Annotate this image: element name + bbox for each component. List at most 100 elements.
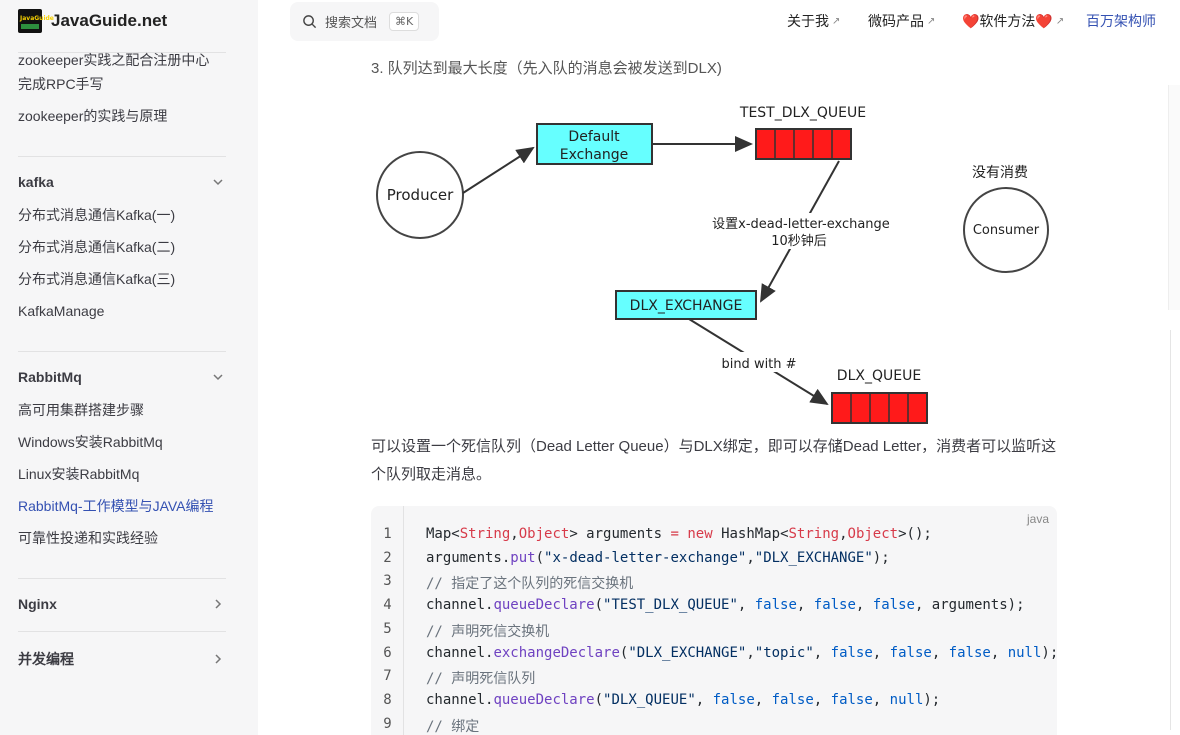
dlx-queue-node [831,392,928,424]
code-token: ( [594,597,604,614]
code-line: // 声明死信交换机 [426,621,549,641]
code-token: false [830,691,873,708]
nav-label: 关于我 [787,13,829,29]
code-token: Object [847,526,899,542]
line-number-gutter [371,506,404,735]
dlx-diagram: Producer Default Exchange TEST_DLX_QUEUE… [376,105,1049,424]
test-queue-node [755,128,852,160]
code-token: // 绑定 [426,718,480,735]
code-token: , [872,644,890,661]
code-line: channel.exchangeDeclare("DLX_EXCHANGE","… [426,645,1057,661]
group-label: 并发编程 [18,651,74,667]
chevron-right-icon [215,599,222,609]
code-token: ( [619,644,629,661]
nav-link-architect[interactable]: 百万架构师 [1086,11,1156,31]
code-token: "x-dead-letter-exchange" [544,549,747,566]
brand[interactable]: JavaGuide JavaGuide.net [18,9,167,33]
paragraph: 可以设置一个死信队列（Dead Letter Queue）与DLX绑定，即可以存… [371,438,1057,483]
code-token: , [510,526,519,542]
code-token: false [712,691,755,708]
code-token: "topic" [754,644,814,661]
sidebar-divider [18,351,226,352]
code-token: channel. [426,644,494,661]
chevron-down-icon [213,374,223,381]
sidebar-group-nginx[interactable]: Nginx [18,596,226,612]
code-token: // 声明死信队列 [426,671,536,688]
code-token: , [746,549,755,566]
edge-label-dead-letter: 设置x-dead-letter-exchange [712,217,890,232]
code-token: Object [518,526,570,542]
code-token: String [788,526,840,542]
code-token: ); [1041,644,1057,661]
nav-link-about[interactable]: 关于我 ↗ [787,11,840,31]
sidebar-item[interactable]: 完成RPC手写 [18,76,104,92]
sidebar-item[interactable]: 分布式消息通信Kafka(二) [18,239,176,255]
code-language: java [1026,512,1049,526]
code-token: ( [594,691,604,708]
code-line: // 指定了这个队列的死信交换机 [426,573,633,593]
sidebar-item[interactable]: Linux安装RabbitMq [18,466,140,482]
code-token: , [754,691,772,708]
code-token: , [813,644,831,661]
default-exchange-label: Default [568,129,620,145]
code-token: null [1007,644,1042,661]
default-exchange-node [536,123,653,165]
code-token: // 指定了这个队列的死信交换机 [426,576,634,593]
search-icon [303,15,317,29]
chevron-right-icon [215,654,222,664]
sidebar-item[interactable]: 高可用集群搭建步骤 [18,402,144,418]
sidebar-item[interactable]: 可靠性投递和实践经验 [18,530,158,546]
sidebar-divider [18,631,226,632]
code-token: false [872,597,915,614]
line-number: 6 [383,644,392,661]
dlx-exchange-node [615,290,757,320]
line-number: 3 [383,573,392,590]
code-token: , [931,644,949,661]
code-token: > arguments [569,526,671,542]
code-token: queueDeclare [493,597,595,614]
step-text: 3. 队列达到最大长度（先入队的消息会被发送到DLX) [371,60,722,77]
nav-link-products[interactable]: 微码产品 ↗ [868,11,935,31]
scrollbar[interactable] [1168,85,1180,310]
code-token: false [830,644,873,661]
no-consume-label: 没有消费 [972,165,1028,181]
nav-label: 百万架构师 [1086,13,1156,29]
line-number: 8 [383,691,392,708]
nav-link-software-methods[interactable]: ❤️软件方法❤️ ↗ [962,11,1064,31]
sidebar-divider [18,156,226,157]
sidebar-divider [18,578,226,579]
line-number: 7 [383,668,392,685]
logo-text: JavaGuide [20,15,54,22]
code-token: , [737,597,755,614]
sidebar-item[interactable]: 分布式消息通信Kafka(三) [18,271,176,287]
sidebar-item[interactable]: Windows安装RabbitMq [18,434,163,450]
sidebar-item[interactable]: KafkaManage [18,303,105,319]
consumer-label: Consumer [973,223,1040,238]
consumer-node [963,187,1049,273]
code-token: false [813,597,856,614]
code-token: , [839,526,848,542]
sidebar-group-kafka[interactable]: kafka [18,174,226,190]
code-token: // 声明死信交换机 [426,623,550,640]
search-button[interactable]: 搜索文档 ⌘K [290,2,439,41]
line-number: 2 [383,549,392,566]
sidebar-item[interactable]: zookeeper的实践与原理 [18,108,168,124]
line-number: 5 [383,620,392,637]
code-token: exchangeDeclare [493,644,620,661]
sidebar-item[interactable]: 分布式消息通信Kafka(一) [18,207,176,223]
sidebar-group-concurrency[interactable]: 并发编程 [18,649,226,669]
search-label: 搜索文档 [325,15,378,30]
sidebar-item[interactable]: zookeeper实践之配合注册中心 [18,52,210,68]
sidebar-item-active[interactable]: RabbitMq-工作模型与JAVA编程 [18,498,214,514]
line-number: 4 [383,597,392,614]
sidebar-group-rabbitmq[interactable]: RabbitMq [18,369,226,385]
code-token: false [771,691,814,708]
code-token: , [990,644,1008,661]
group-label: RabbitMq [18,369,82,385]
code-token: arguments. [426,549,511,566]
brand-name[interactable]: JavaGuide.net [51,11,168,30]
code-token: , [872,691,890,708]
code-token: "DLX_EXCHANGE" [628,644,747,661]
code-line: Map<String,Object> arguments = new HashM… [426,526,932,542]
code-token: , [695,691,713,708]
